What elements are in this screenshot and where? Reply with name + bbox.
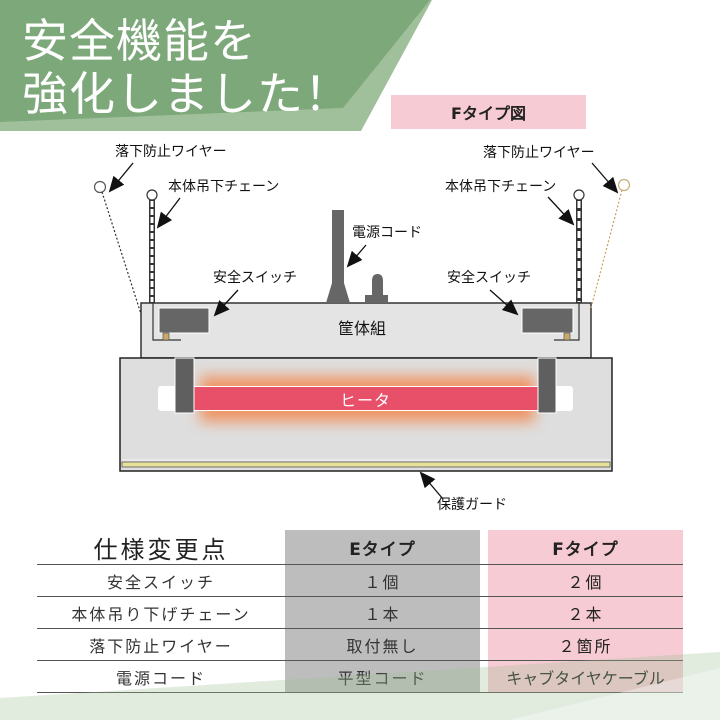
table-row: 本体吊り下げチェーン １本 ２本 [37, 597, 683, 629]
label-guard: 保護ガード [437, 497, 507, 513]
row-f-value: キャブタイヤケーブル [488, 661, 683, 692]
arrow-icon [213, 289, 239, 317]
table-row: 落下防止ワイヤー 取付無し ２箇所 [37, 629, 683, 661]
label-chain-left: 本体吊下チェーン [168, 179, 280, 195]
row-item: 落下防止ワイヤー [89, 636, 233, 656]
column-gap [480, 661, 488, 692]
protective-guard [121, 459, 611, 468]
arrow-icon [419, 471, 444, 500]
bracket-left [152, 303, 181, 341]
column-gap [480, 565, 488, 596]
column-gap [480, 629, 488, 660]
arrow-icon [591, 162, 619, 194]
safety-switch-left [158, 307, 210, 334]
row-e-value: 平型コード [285, 661, 480, 692]
chain-left [146, 189, 158, 303]
heater-icon [158, 357, 573, 422]
arrow-icon [547, 196, 575, 226]
row-f-value: ２箇所 [488, 629, 683, 660]
bracket-right [554, 303, 580, 341]
wire-left [93, 180, 142, 315]
row-e-value: １個 [285, 565, 480, 596]
arrow-icon [489, 289, 519, 316]
column-gap [480, 597, 488, 628]
row-e-value: 取付無し [285, 629, 480, 660]
wire-right [590, 178, 631, 309]
label-switch-left: 安全スイッチ [213, 270, 297, 286]
chain-right [573, 189, 585, 303]
label-wire-right: 落下防止ワイヤー [483, 145, 595, 161]
diagram-title: Fタイプ図 [391, 95, 586, 129]
column-header-e-type: Eタイプ [285, 530, 480, 564]
banner-background [0, 0, 432, 131]
table-title: 仕様変更点 [93, 535, 229, 564]
arrow-icon [108, 162, 134, 193]
row-item: 安全スイッチ [106, 572, 215, 592]
headline-line-1: 安全機能を [22, 14, 257, 68]
headline-line-2: 強化しました！ [22, 67, 351, 121]
table-row: 安全スイッチ １個 ２個 [37, 565, 683, 597]
table-header-row: 仕様変更点 Eタイプ Fタイプ [37, 530, 683, 565]
label-power-cord: 電源コード [352, 225, 422, 241]
row-f-value: ２本 [488, 597, 683, 628]
column-gap [480, 530, 488, 564]
label-switch-right: 安全スイッチ [447, 270, 531, 286]
column-header-f-type: Fタイプ [488, 530, 683, 564]
label-chain-right: 本体吊下チェーン [445, 179, 557, 195]
callout-arrows [108, 162, 619, 500]
arrow-icon [156, 197, 181, 229]
row-item: 本体吊り下げチェーン [71, 604, 251, 624]
row-f-value: ２個 [488, 565, 683, 596]
label-housing: 筐体組 [338, 319, 387, 338]
safety-switch-right [521, 307, 574, 334]
power-cord-icon [326, 210, 350, 303]
table-row: 電源コード 平型コード キャブタイヤケーブル [37, 661, 683, 693]
spec-comparison-table: 仕様変更点 Eタイプ Fタイプ 安全スイッチ １個 ２個 本体吊り下げチェーン … [37, 530, 683, 693]
terminal-icon [365, 274, 388, 303]
row-e-value: １本 [285, 597, 480, 628]
label-heater: ヒータ [339, 390, 391, 410]
label-wire-left: 落下防止ワイヤー [115, 144, 227, 160]
arrow-icon [346, 244, 367, 268]
row-item: 電源コード [115, 668, 206, 688]
